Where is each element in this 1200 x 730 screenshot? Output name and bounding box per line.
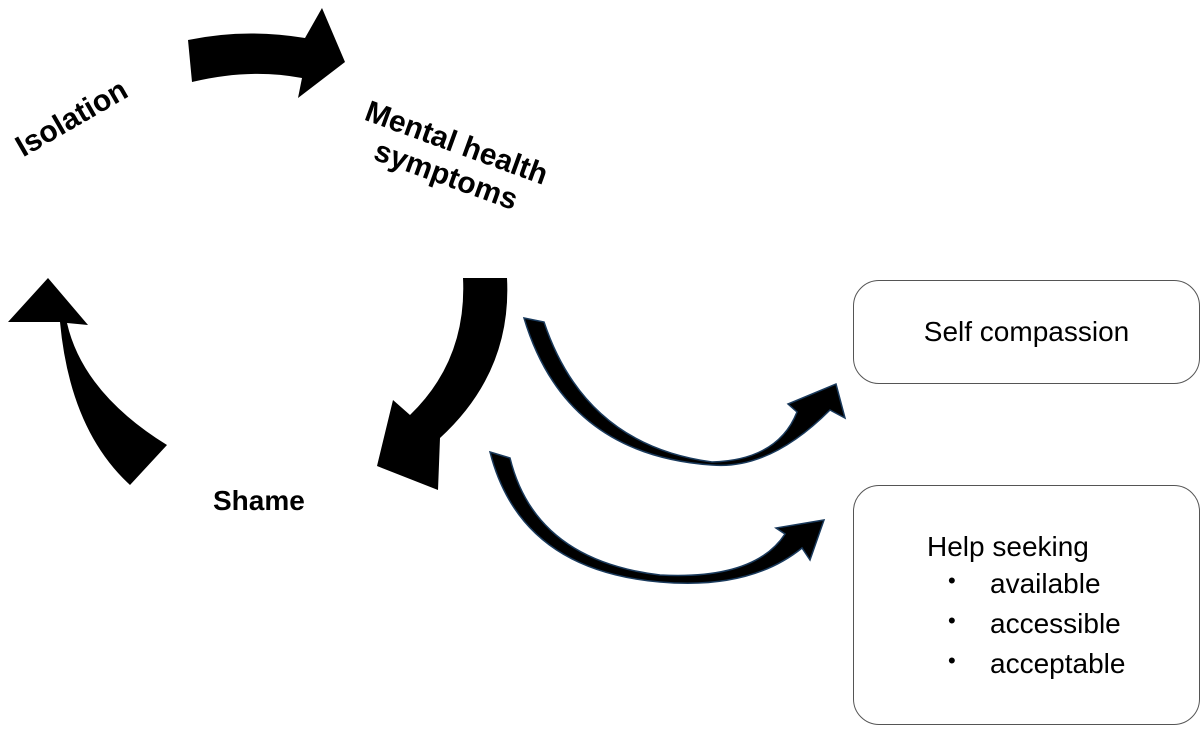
help-seeking-title: Help seeking: [927, 531, 1089, 562]
arrow-shame-to-isolation: [8, 278, 167, 485]
curve-arrow-to-self-compassion: [522, 317, 847, 467]
arrow-mental-health-to-shame: [377, 278, 508, 490]
bullet-icon: •: [948, 648, 956, 673]
arrow-isolation-to-mental-health: [188, 8, 345, 98]
self-compassion-box: Self compassion: [853, 280, 1200, 384]
help-seeking-item-text: acceptable: [990, 648, 1126, 679]
bullet-icon: •: [948, 608, 956, 633]
curve-arrow-to-help-seeking: [488, 450, 826, 585]
help-seeking-item-text: accessible: [990, 608, 1121, 639]
node-shame: Shame: [213, 485, 305, 516]
help-seeking-item-text: available: [990, 568, 1101, 599]
bullet-icon: •: [948, 568, 956, 593]
help-seeking-box: Help seeking • available • accessible • …: [853, 485, 1200, 725]
self-compassion-label: Self compassion: [923, 316, 1130, 347]
